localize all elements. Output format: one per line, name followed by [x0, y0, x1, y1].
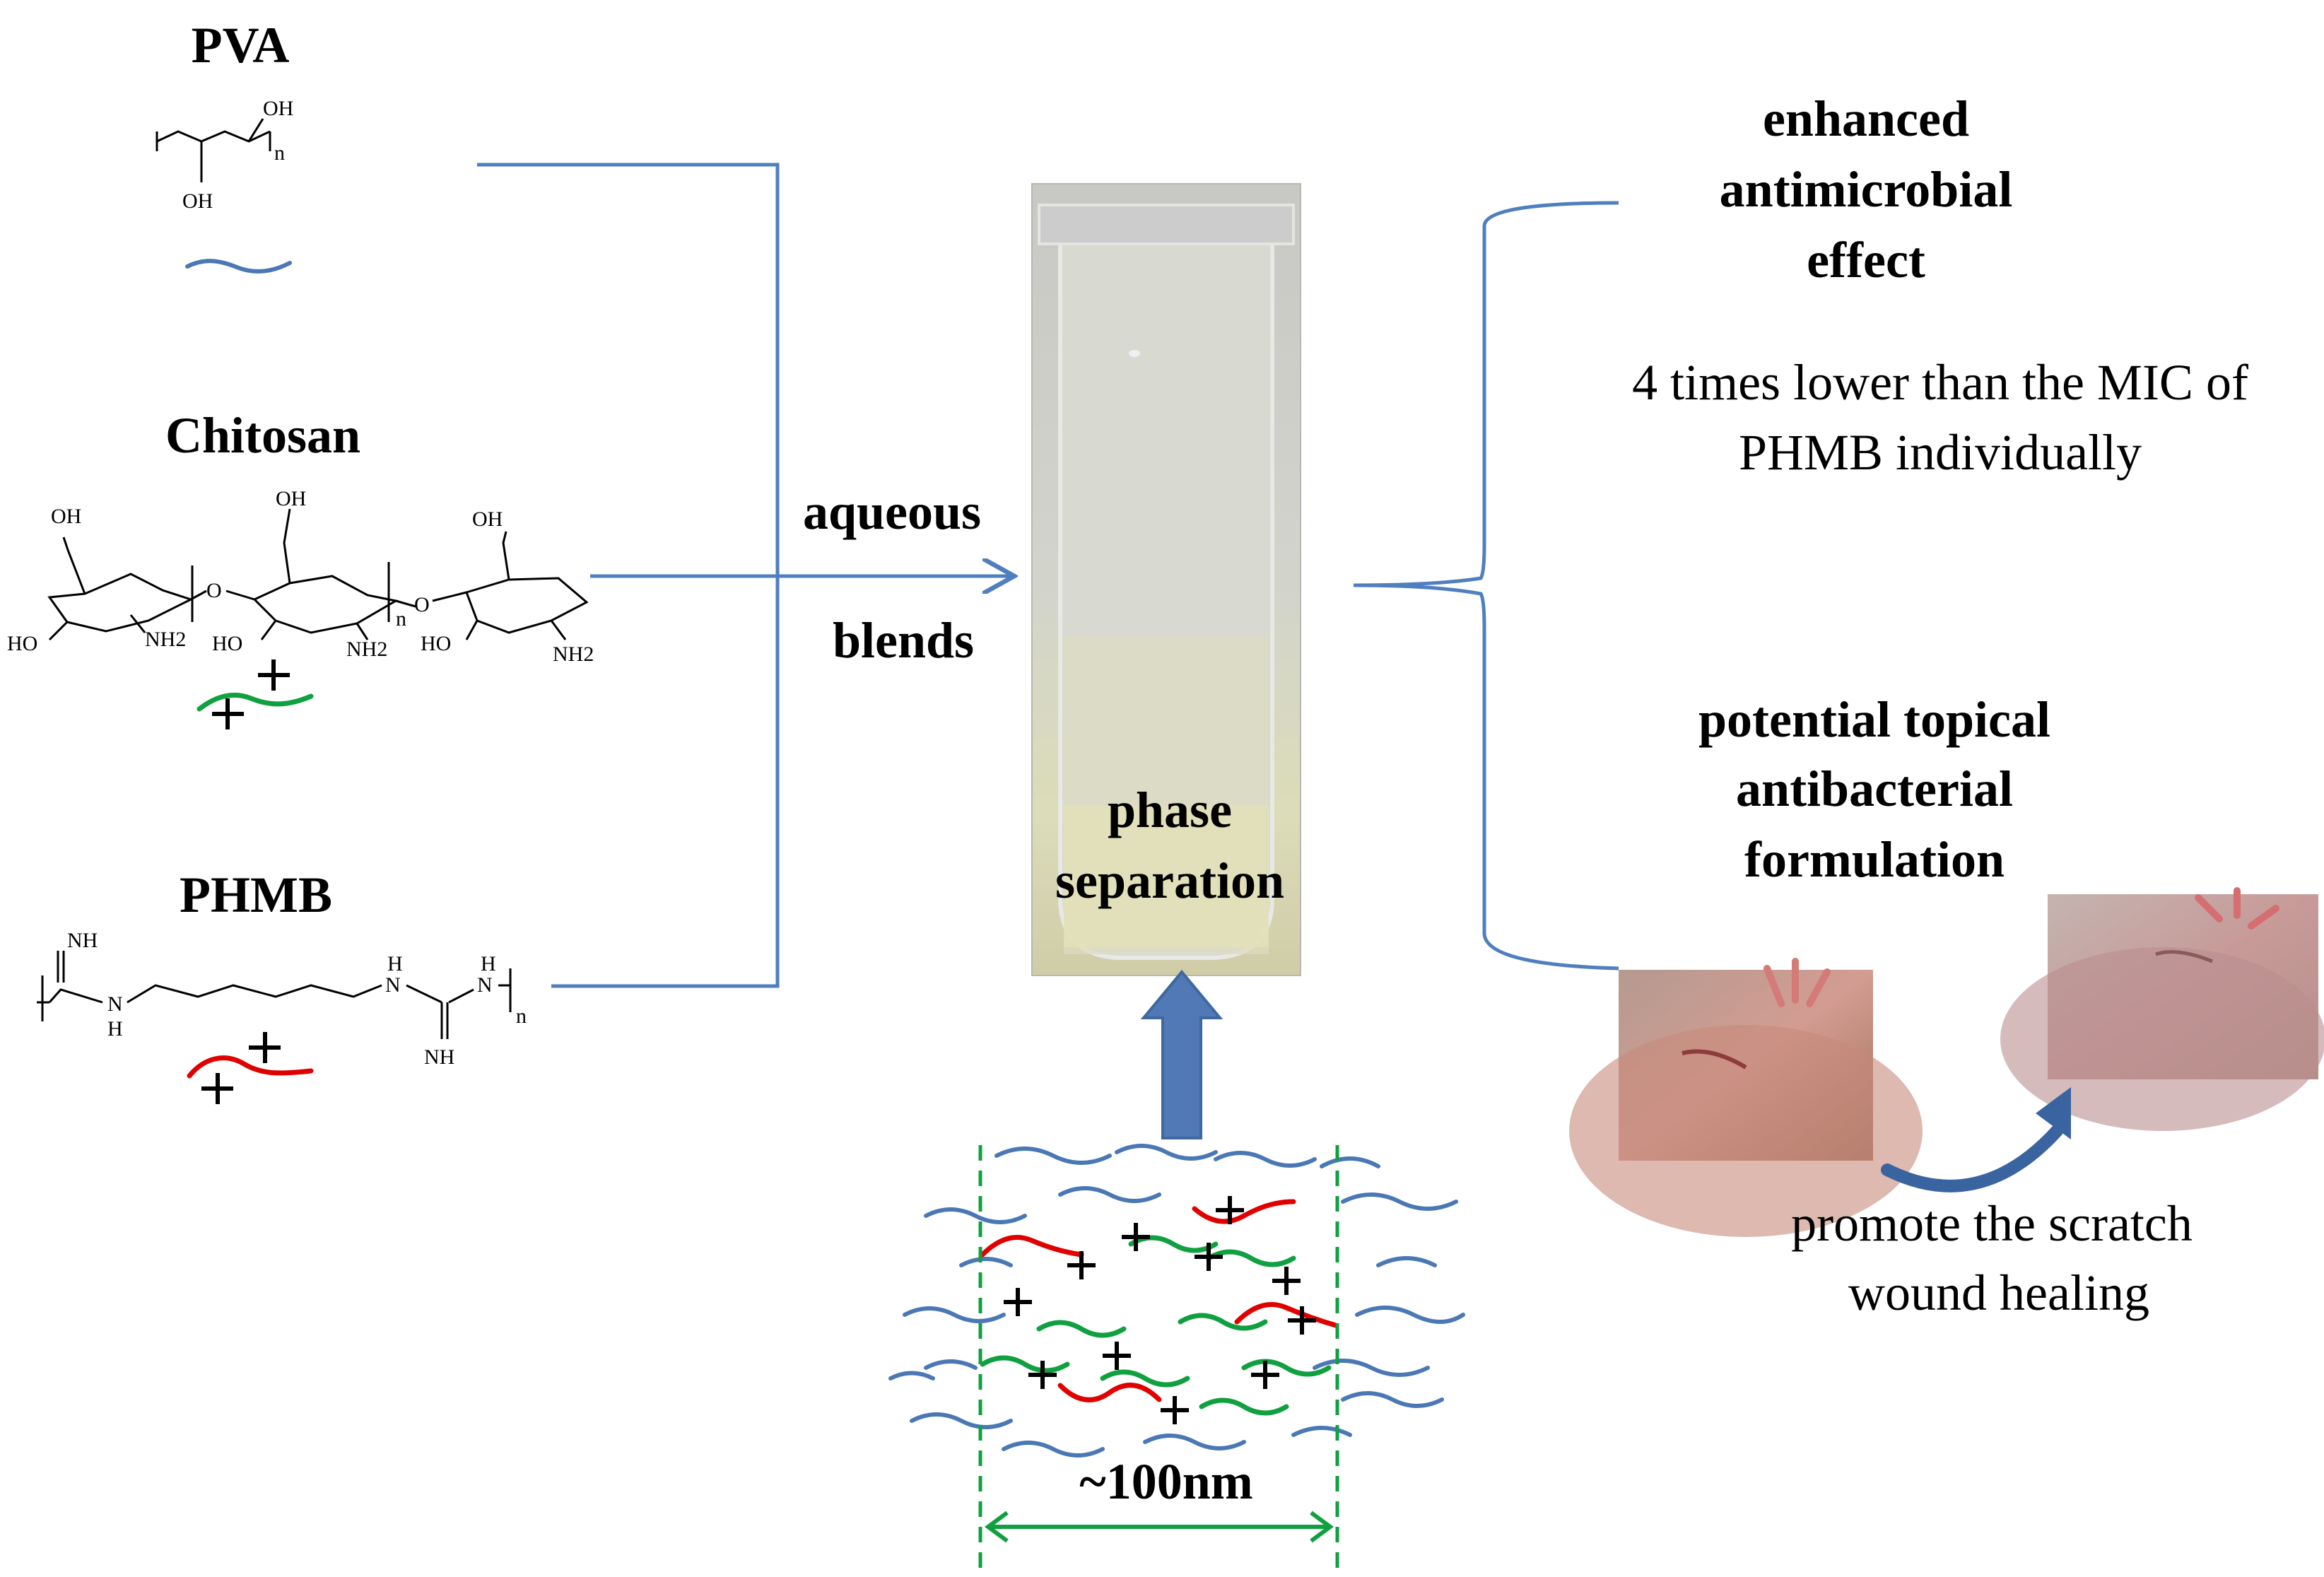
heading2-line3: formulation	[1744, 831, 2005, 888]
arrow-label-aqueous: aqueous	[803, 483, 981, 540]
pva-oh-top: OH	[263, 97, 293, 120]
chitosan-section: Chitosan OH HO NH2 O OH HO NH2 n	[7, 407, 594, 729]
chitosan-oh-3: OH	[472, 508, 503, 531]
scale-bar: ~100nm	[978, 1145, 1339, 1573]
chitosan-o-1: O	[206, 579, 222, 602]
chitosan-ho-2: HO	[212, 632, 242, 655]
phmb-title: PHMB	[180, 867, 332, 923]
phmb-nh-top: NH	[67, 929, 98, 952]
heading1-line1: enhanced	[1763, 90, 1969, 147]
heading1-line2: antimicrobial	[1720, 161, 2013, 218]
chitosan-chain-symbol	[196, 659, 314, 729]
nanostructure-chitosan-chains	[980, 1235, 1332, 1416]
healing-arrow	[1881, 1087, 2071, 1192]
pva-oh-bottom: OH	[182, 189, 213, 213]
chitosan-n-subscript: n	[396, 607, 406, 631]
chitosan-ho-1: HO	[7, 632, 37, 655]
note2-line2: wound healing	[1848, 1265, 2149, 1321]
phmb-nh-bottom: NH	[424, 1045, 454, 1069]
tube-label-separation: separation	[1055, 852, 1284, 909]
chitosan-oh-2: OH	[276, 487, 306, 510]
chitosan-nh2-1: NH2	[145, 628, 186, 651]
phmb-structure: NH N H N H NH N H n	[37, 929, 527, 1069]
pva-n-subscript: n	[274, 141, 285, 165]
pva-chain-symbol	[185, 259, 292, 274]
chitosan-o-2: O	[414, 593, 430, 616]
note1-line1: 4 times lower than the MIC of	[1632, 354, 2248, 411]
nanostructure-pva-chains	[888, 1144, 1465, 1458]
pva-section: PVA OH OH n	[155, 17, 293, 274]
left-bracket-connector	[477, 163, 1011, 988]
nanostructure-charges	[1004, 1196, 1316, 1424]
chitosan-nh2-2: NH2	[346, 638, 387, 661]
phmb-chain-symbol	[187, 1032, 314, 1104]
heading2-line2: antibacterial	[1736, 761, 2013, 817]
test-tube-photo	[1031, 183, 1301, 976]
phmb-section: PHMB NH N H N H NH N H n	[37, 867, 527, 1104]
phmb-n-right: N	[477, 973, 493, 997]
up-arrow	[1140, 969, 1223, 1139]
note1-line2: PHMB individually	[1739, 424, 2142, 481]
pva-structure: OH OH n	[155, 97, 293, 213]
right-curly-brace	[1353, 201, 1619, 971]
chitosan-nh2-3: NH2	[553, 643, 594, 666]
scale-label: ~100nm	[1079, 1453, 1252, 1510]
phmb-h-right: H	[481, 952, 496, 975]
note2-line1: promote the scratch	[1791, 1195, 2193, 1252]
arrow-label-blends: blends	[833, 612, 974, 669]
chitosan-title: Chitosan	[165, 407, 360, 464]
wound-photo-before	[1569, 958, 1923, 1237]
phmb-h-left: H	[107, 1017, 123, 1040]
nanostructure-phmb-chains	[980, 1199, 1339, 1402]
heading2-line1: potential topical	[1698, 691, 2050, 748]
phmb-h-mid: H	[387, 952, 403, 975]
phmb-n-subscript: n	[516, 1004, 527, 1028]
phmb-n-mid: N	[385, 973, 401, 997]
chitosan-ho-3: HO	[421, 632, 451, 655]
heading1-line3: effect	[1807, 232, 1925, 288]
phmb-n-left: N	[107, 992, 123, 1016]
chitosan-oh-1: OH	[51, 505, 81, 528]
nanostructure-schematic: ~100nm	[888, 1144, 1465, 1573]
tube-label-phase: phase	[1108, 782, 1232, 838]
pva-title: PVA	[192, 17, 290, 74]
wound-photo-after	[2000, 887, 2324, 1131]
chitosan-structure: OH HO NH2 O OH HO NH2 n O	[7, 487, 594, 666]
